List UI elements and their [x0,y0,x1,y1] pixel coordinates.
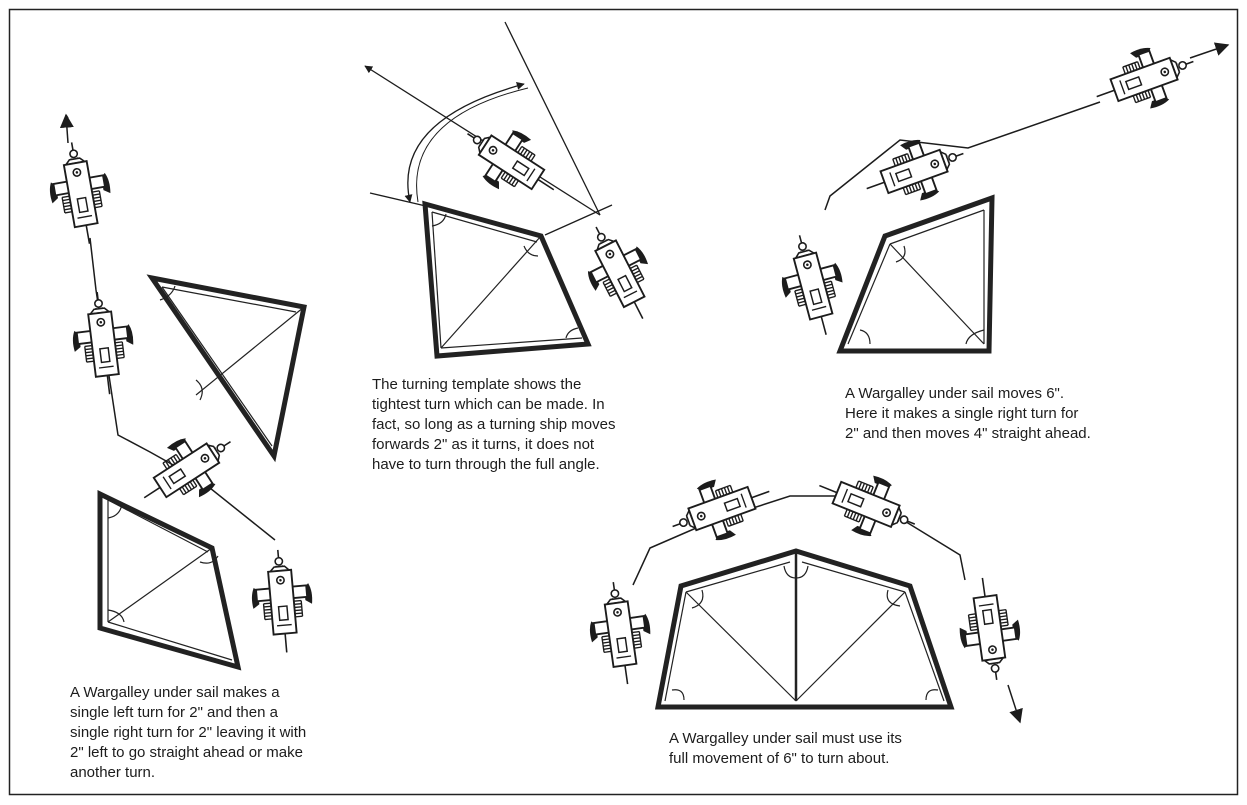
wargalley-ship-icon [770,228,855,343]
caption-left-then-right-turn: A Wargalley under sail makes a single le… [70,683,380,783]
wargalley-ship-icon [808,458,926,552]
panel-left-then-right-turn [42,115,317,667]
caption-turning-template: The turning template shows the tightest … [372,375,702,475]
turning-template-lower [100,494,238,667]
wargalley-ship-icon [662,463,779,555]
turn-limit-line [545,205,612,235]
forward-direction-line [505,22,600,215]
wargalley-ship-icon [856,125,973,217]
ship-heading-arrow [1190,45,1228,58]
turning-template [840,198,992,351]
panel-turning-template [365,22,670,356]
wargalley-ship-icon [248,547,317,655]
ship-path-line [825,102,1100,210]
wargalley-ship-icon [42,137,119,249]
wargalley-ship-icon [569,213,669,332]
caption-single-right-turn: A Wargalley under sail moves 6". Here it… [845,384,1145,444]
panel-single-right-turn [770,33,1228,351]
wargalley-ship-icon [1086,33,1203,125]
turn-limit-line [370,193,430,207]
wargalley-ship-icon [583,578,657,688]
wargalley-ship-icon [67,288,139,397]
wargalley-ship-icon [953,574,1027,684]
turning-template-upper [152,278,304,456]
double-turning-template [658,551,951,707]
ship-heading-arrow [1008,685,1020,722]
wargalley-ship-icon [128,416,247,523]
caption-turn-about: A Wargalley under sail must use its full… [669,729,989,769]
panel-turn-about [583,458,1026,722]
wargalley-ship-icon [451,108,570,215]
arrow-head-up [66,115,68,143]
